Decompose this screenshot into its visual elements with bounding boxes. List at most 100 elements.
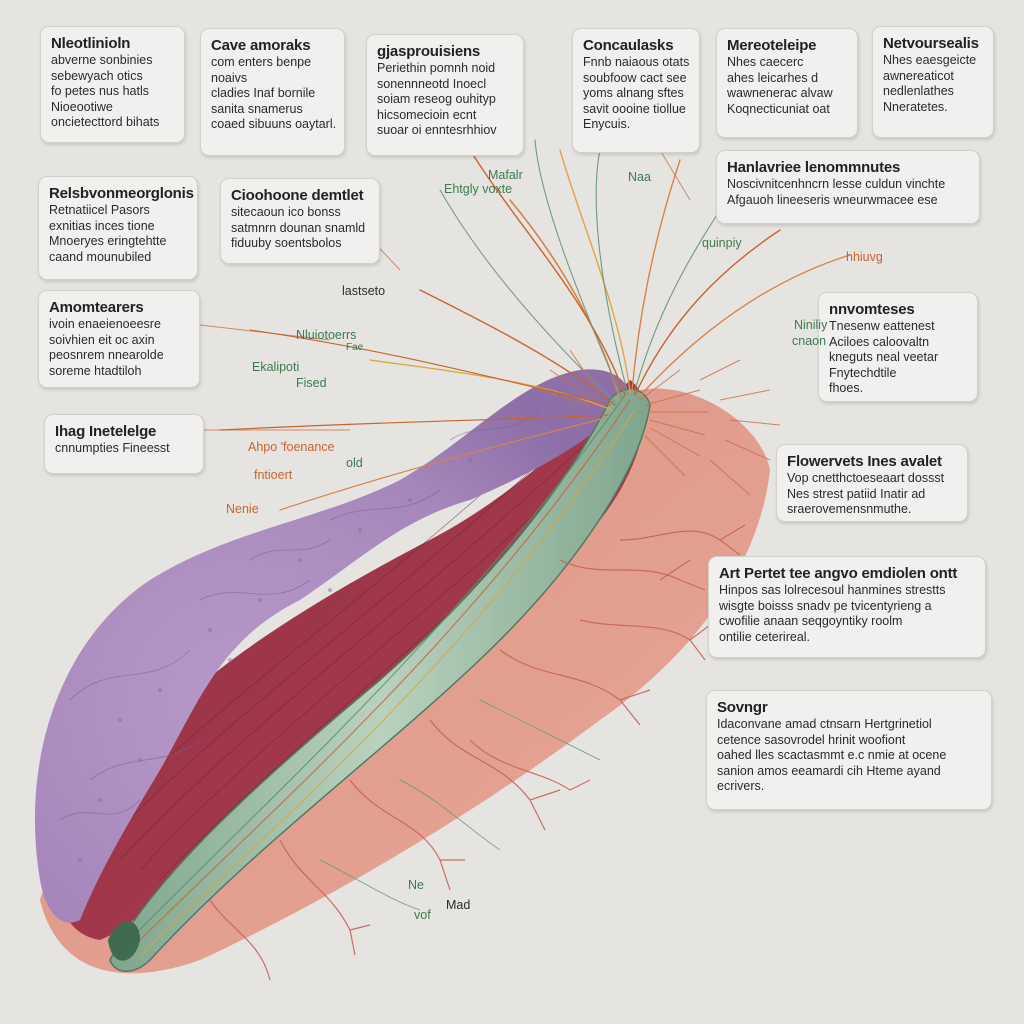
callout-2-line: coaed sibuuns oaytarl. (211, 117, 337, 131)
callout-10-title: Amomtearers (49, 299, 144, 316)
callout-11-line: Aciloes caloovaltn (829, 334, 930, 349)
callout-6-line: nedlenlathes (883, 84, 954, 98)
callout-14-title: Art Pertet tee angvo emdiolen ontt (719, 565, 958, 582)
callout-10-line: soivhien eit oc axin (49, 332, 155, 347)
diagram-label: Ehtgly voxte (444, 182, 513, 196)
callout-7-line: exnitias inces tione (49, 218, 155, 233)
callout-11-line: Tnesenw eattenest (829, 319, 935, 333)
callout-11-title: nnvomteses (829, 301, 915, 318)
nerve-fringe (539, 349, 781, 496)
callout-15-line: Idaconvane amad ctnsarn Hertgrinetiol (717, 717, 932, 731)
callout-4-line: yoms alnang sftes (583, 86, 684, 100)
callout-15-title: Sovngr (717, 699, 768, 716)
callout-2-line: cladies Inaf bornile (211, 86, 316, 100)
callout-14-line: Hinpos sas lolrecesoul hanmines strestts (719, 583, 946, 597)
diagram-label: cnaon (792, 334, 827, 348)
callout-14: Art Pertet tee angvo emdiolen ontt Hinpo… (708, 556, 986, 658)
callout-11-line: kneguts neal veetar (829, 350, 939, 364)
callout-1-line: sebewyach otics (51, 68, 143, 83)
diagram-label: Naa (628, 170, 651, 184)
diagram-label: Mafalr (488, 168, 523, 182)
callout-3-line: suoar oi enntesrhhiov (377, 123, 497, 137)
callout-6-line: Nneratetes. (883, 99, 948, 114)
callout-4-line: soubfoow cact see (583, 70, 687, 85)
callout-9-line: Noscivnitcenhncrn lesse culdun vinchte (727, 177, 946, 191)
callout-14-line: cwofilie anaan seqgoyntiky roolm (719, 614, 903, 628)
callout-12: Ihag Inetelelge cnnumpties Fineesst (44, 414, 204, 474)
callout-5-line: wawnenerac alvaw (727, 86, 833, 100)
callout-1-line: abverne sonbinies (51, 53, 153, 67)
diagram-label: Ekalipoti (252, 360, 300, 374)
diagram-label: quinpiy (702, 236, 742, 250)
callout-5-line: Koqnecticuniat oat (727, 101, 830, 116)
diagram-label: Nenie (226, 502, 259, 516)
callout-3-line: Periethin pomnh noid (377, 61, 496, 75)
callout-15-line: sanion amos eeamardi cih Hteme ayand (717, 763, 941, 778)
callout-11: nnvomteses Tnesenw eattenest Aciloes cal… (818, 292, 978, 402)
callout-11-line: Fnytechdtile (829, 365, 897, 380)
callout-13-line: Nes strest patiid Inatir ad (787, 486, 926, 501)
callout-7-line: Retnatiicel Pasors (49, 203, 150, 217)
callout-10-line: peosnrem nnearolde (49, 348, 164, 362)
callout-9: Hanlavriee lenommnutes Noscivnitcenhncrn… (716, 150, 980, 224)
callout-8-line: sitecaoun ico bonss (231, 205, 341, 219)
diagram-label: old (346, 456, 363, 470)
callout-3-line: sonennneotd Inoecl (377, 76, 487, 91)
callout-10: Amomtearers ivoin enaeienoeesre soivhien… (38, 290, 200, 388)
callout-13-title: Flowervets Ines avalet (787, 453, 942, 470)
callout-6-line: Nhes eaesgeicte (883, 53, 977, 67)
callout-1-line: oncietecttord bihats (51, 115, 160, 129)
callout-12-line: cnnumpties Fineesst (55, 441, 170, 455)
callout-1: Nleotlinioln abverne sonbinies sebewyach… (40, 26, 185, 143)
callout-5-title: Mereoteleipe (727, 37, 817, 54)
callout-7-line: caand mounubiled (49, 249, 152, 264)
callout-1-line: fo petes nus hatls (51, 84, 149, 98)
tissue-texture (59, 409, 541, 821)
callout-2-line: com enters benpe (211, 55, 312, 69)
callout-5-line: Nhes caecerc (727, 55, 804, 69)
tube-end (108, 921, 140, 961)
callout-6: Netvoursealis Nhes eaesgeicte awnereatic… (872, 26, 994, 138)
callout-13: Flowervets Ines avalet Vop cnetthctoesea… (776, 444, 968, 522)
callout-14-line: ontilie ceterireal. (719, 629, 811, 644)
callout-9-title: Hanlavriee lenommnutes (727, 159, 901, 176)
diagram-label: Ne (408, 878, 424, 892)
diagram-label: Fae (346, 342, 364, 353)
callout-10-line: ivoin enaeienoeesre (49, 317, 161, 331)
callout-8-line: fiduuby soentsbolos (231, 236, 342, 250)
callout-3-line: hicsomecioin ecnt (377, 107, 477, 122)
green-vessels (319, 699, 601, 911)
callout-4-title: Concaulasks (583, 37, 674, 54)
purple-tissue (34, 369, 628, 923)
diagram-label: lastseto (342, 284, 386, 298)
callout-15-line: oahed lles scactasmmt e.c nmie at ocene (717, 748, 947, 762)
callout-10-line: soreme htadtiloh (49, 363, 142, 378)
callout-1-line: Nioeootiwe (51, 99, 113, 114)
callout-11-line: fhoes. (829, 381, 864, 395)
callout-1-title: Nleotlinioln (51, 35, 131, 52)
callout-13-line: Vop cnetthctoeseaart dossst (787, 471, 945, 485)
callout-5-line: ahes leicarhes d (727, 70, 819, 85)
muscle-layer (59, 380, 645, 940)
callout-7-title: Relsbvonmeorglonis (49, 185, 194, 202)
callout-15-line: cetence sasovrodel hrinit woofiont (717, 732, 906, 747)
callout-2-line: noaivs (211, 70, 248, 85)
diagram-label: Fised (296, 376, 327, 390)
callout-2-title: Cave amoraks (211, 37, 311, 54)
callout-14-line: wisgte boisss snadv pe tvicentyrieng a (719, 598, 932, 613)
callout-6-title: Netvoursealis (883, 35, 979, 52)
callout-12-title: Ihag Inetelelge (55, 423, 157, 440)
callout-8-title: Cioohoone demtlet (231, 187, 364, 204)
tube-fibers (124, 394, 636, 956)
diagram-label: Ahpo 'foenance (248, 440, 335, 454)
diagram-label: fntioert (254, 468, 293, 482)
callout-8-line: satmnrn dounan snamld (231, 220, 366, 235)
callout-4: Concaulasks Fnnb naiaous otats soubfoow … (572, 28, 700, 153)
callout-2: Cave amoraks com enters benpe noaivs cla… (200, 28, 345, 156)
callout-4-line: Enycuis. (583, 117, 631, 131)
diagram-label: vof (414, 908, 431, 922)
diagram-label: Nluiotoerrs (296, 328, 357, 342)
callout-5: Mereoteleipe Nhes caecerc ahes leicarhes… (716, 28, 858, 138)
callout-9-line: Afgauoh lineeseris wneurwmacee ese (727, 192, 938, 207)
